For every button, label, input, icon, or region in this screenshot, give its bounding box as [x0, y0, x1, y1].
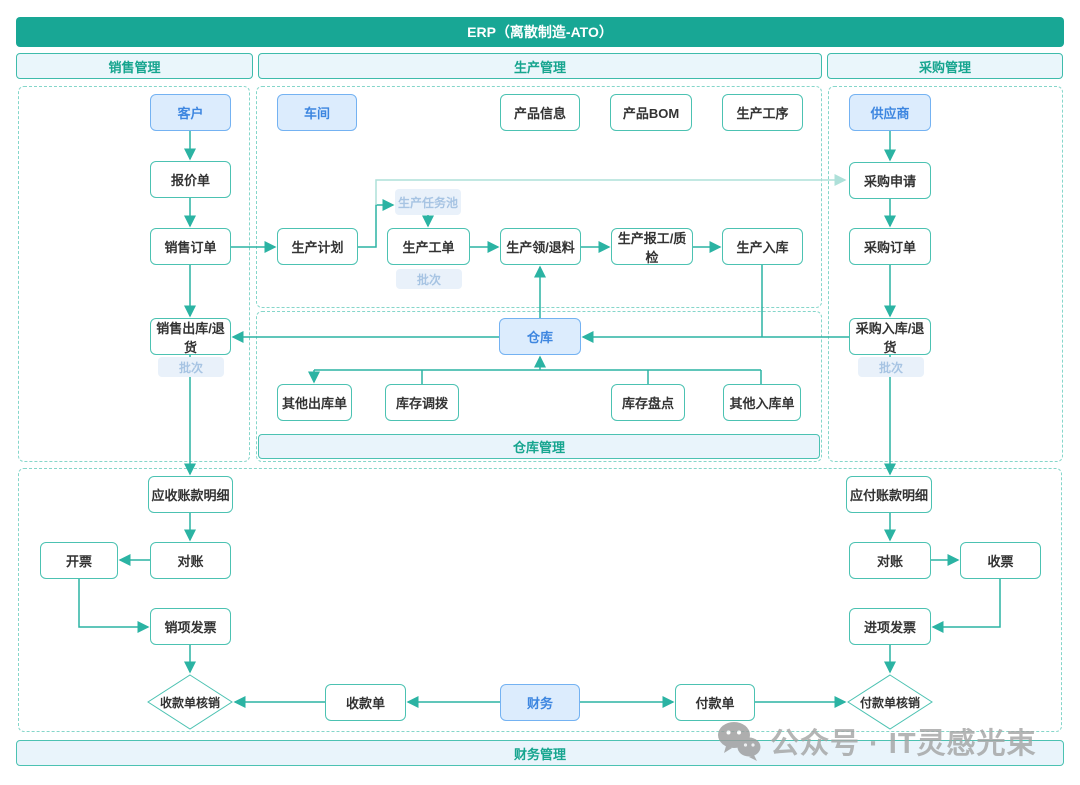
node-shoukuandan: 收款单	[325, 684, 406, 721]
kaipiao-label: 开票	[65, 554, 92, 569]
caigou-dingdan-label: 采购订单	[863, 240, 916, 255]
shengchan-jihua-label: 生产计划	[291, 240, 344, 255]
node-chejian: 车间	[277, 94, 357, 131]
node-qita-ruku: 其他入库单	[723, 384, 801, 421]
node-chanpin-bom: 产品BOM	[610, 94, 692, 131]
finance-module-bar: 财务管理	[16, 740, 1064, 766]
node-shengchan-baogong: 生产报工/质检	[611, 228, 693, 265]
baojiadan-label: 报价单	[170, 173, 210, 188]
gongyingshang-label: 供应商	[870, 106, 910, 121]
watermark-text: 公众号 · IT灵感光束	[770, 728, 1037, 760]
qita-chuku-label: 其他出库单	[281, 396, 347, 411]
node-gongyingshang: 供应商	[849, 94, 931, 131]
purchase-module-container	[828, 86, 1063, 462]
node-duizhang-left: 对账	[150, 542, 231, 579]
section-header-sales: 销售管理	[16, 53, 253, 79]
badge-shengchan-renwuchi: 生产任务池	[395, 189, 461, 215]
watermark: 公众号 · IT灵感光束	[716, 720, 1037, 762]
node-caigou-dingdan: 采购订单	[849, 228, 931, 265]
fukuan-hexiao-label: 付款单核销	[859, 695, 920, 710]
edge-27	[78, 579, 150, 633]
xiaoshou-dingdan-label: 销售订单	[164, 240, 217, 255]
duizhang-left-label: 对账	[177, 554, 204, 569]
jinxiang-fapiao-label: 进项发票	[863, 620, 916, 635]
badge-pici-gongdan: 批次	[396, 269, 462, 289]
badge-pici-caigou: 批次	[858, 357, 924, 377]
section-header-purchase: 采购管理	[827, 53, 1063, 79]
caiwu-label: 财务	[526, 696, 553, 711]
caigou-shenqing-label: 采购申请	[863, 174, 916, 189]
xiaoshou-chuku-label: 销售出库/退货	[156, 320, 225, 355]
caigou-ruku-label: 采购入库/退货	[855, 320, 925, 355]
node-xiaoshou-dingdan: 销售订单	[150, 228, 231, 265]
duizhang-right-label: 对账	[876, 554, 903, 569]
shengchan-ruku-label: 生产入库	[736, 240, 789, 255]
node-yingfu-mingxi: 应付账款明细	[846, 476, 932, 513]
node-xiaoshou-chuku: 销售出库/退货	[150, 318, 231, 355]
warehouse-module-bar: 仓库管理	[258, 434, 820, 459]
node-yingshou-mingxi: 应收账款明细	[148, 476, 233, 513]
node-shengchan-gongdan: 生产工单	[387, 228, 470, 265]
shengchan-gongxu-label: 生产工序	[736, 106, 789, 121]
shoukuandan-label: 收款单	[345, 696, 385, 711]
node-duizhang-right: 对账	[849, 542, 931, 579]
node-caigou-ruku: 采购入库/退货	[849, 318, 931, 355]
shengchan-baogong-label: 生产报工/质检	[617, 230, 687, 265]
sales-module-container	[18, 86, 250, 462]
node-caiwu: 财务	[500, 684, 580, 721]
node-shengchan-lingtui: 生产领/退料	[500, 228, 581, 265]
page-title: ERP（离散制造-ATO）	[16, 17, 1064, 47]
yingfu-mingxi-label: 应付账款明细	[849, 488, 928, 503]
qita-ruku-label: 其他入库单	[729, 396, 795, 411]
shoupiao-label: 收票	[987, 554, 1014, 569]
node-baojiadan: 报价单	[150, 161, 231, 198]
chejian-label: 车间	[303, 106, 330, 121]
node-kucun-diaobo: 库存调拨	[385, 384, 459, 421]
node-cangku: 仓库	[499, 318, 581, 355]
yingshou-mingxi-label: 应收账款明细	[151, 488, 230, 503]
badge-pici-xiaoshou: 批次	[158, 357, 224, 377]
kehu-label: 客户	[177, 106, 204, 121]
chanpin-bom-label: 产品BOM	[622, 106, 680, 121]
node-fukuan-hexiao: 付款单核销	[847, 674, 933, 730]
warehouse-module-container	[256, 311, 822, 462]
shengchan-gongdan-label: 生产工单	[402, 240, 455, 255]
edge-5	[358, 199, 395, 248]
fukuandan-label: 付款单	[695, 696, 735, 711]
production-module-container	[256, 86, 822, 308]
cangku-label: 仓库	[526, 330, 553, 345]
node-fukuandan: 付款单	[675, 684, 755, 721]
node-shoukuan-hexiao: 收款单核销	[147, 674, 233, 730]
node-chanpin-xinxi: 产品信息	[500, 94, 580, 131]
node-kehu: 客户	[150, 94, 231, 131]
edge-6	[375, 174, 847, 205]
node-qita-chuku: 其他出库单	[277, 384, 352, 421]
shoukuan-hexiao-label: 收款单核销	[159, 695, 220, 710]
xiaoxiang-fapiao-label: 销项发票	[164, 620, 217, 635]
node-xiaoxiang-fapiao: 销项发票	[150, 608, 231, 645]
node-shengchan-gongxu: 生产工序	[722, 94, 803, 131]
wechat-icon	[718, 722, 761, 761]
shengchan-lingtui-label: 生产领/退料	[506, 240, 575, 255]
node-kaipiao: 开票	[40, 542, 118, 579]
node-caigou-shenqing: 采购申请	[849, 162, 931, 199]
kucun-diaobo-label: 库存调拨	[395, 396, 448, 411]
kucun-pandian-label: 库存盘点	[621, 396, 674, 411]
edge-35	[931, 579, 1001, 633]
node-jinxiang-fapiao: 进项发票	[849, 608, 931, 645]
node-shengchan-ruku: 生产入库	[722, 228, 803, 265]
node-kucun-pandian: 库存盘点	[611, 384, 685, 421]
node-shoupiao: 收票	[960, 542, 1041, 579]
node-shengchan-jihua: 生产计划	[277, 228, 358, 265]
finance-module-container	[18, 468, 1062, 732]
chanpin-xinxi-label: 产品信息	[513, 106, 566, 121]
section-header-production: 生产管理	[258, 53, 822, 79]
